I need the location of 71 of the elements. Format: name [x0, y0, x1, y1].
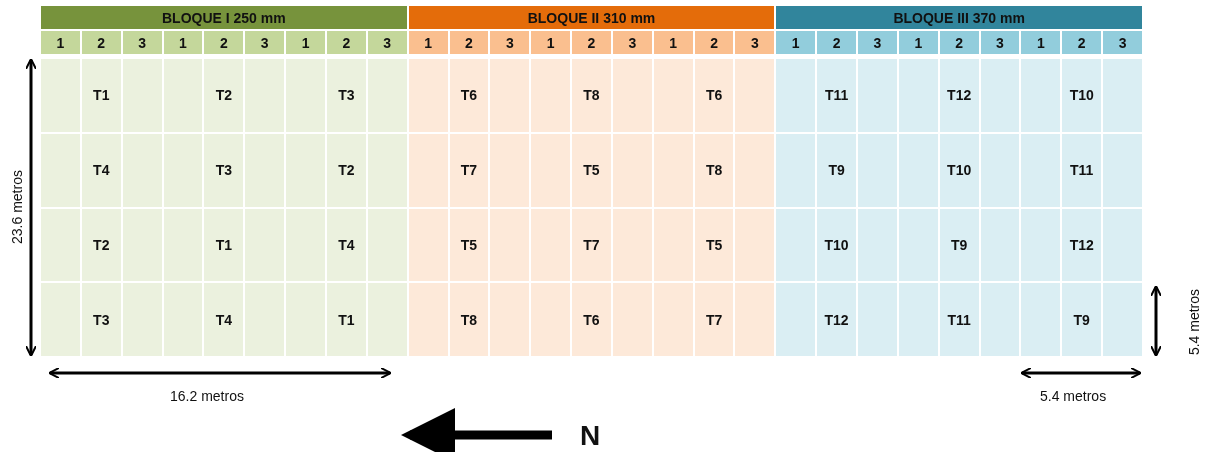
plot-cell: T7	[693, 282, 735, 357]
column-number-cell: 3	[979, 30, 1021, 55]
plot-cell: T6	[448, 58, 490, 133]
header-cell: BLOQUE III 370 mm	[775, 5, 1143, 30]
column-number-cell: 2	[938, 30, 980, 55]
column-number-cell: 3	[489, 30, 531, 55]
column-number-cell: 3	[857, 30, 898, 55]
plot-cell: T9	[938, 207, 980, 283]
column-number-cell: 2	[448, 30, 490, 55]
plot-cell: T9	[1061, 282, 1103, 357]
plot-cell: T4	[325, 207, 367, 283]
plot-cell: T10	[938, 132, 980, 208]
plot-cell: T11	[938, 282, 980, 357]
plot-cell: T3	[80, 282, 122, 357]
column-number-cell: 2	[816, 30, 857, 55]
plot-cell: T1	[80, 58, 122, 133]
header-cell: BLOQUE I 250 mm	[40, 5, 408, 30]
column-number-cell: 2	[1061, 30, 1103, 55]
dimension-label: 5.4 metros	[1040, 388, 1107, 404]
north-label: N	[580, 420, 601, 452]
column-number-cell: 1	[1020, 30, 1062, 55]
column-number-cell: 1	[530, 30, 572, 55]
dimension-label: 5.4 metros	[1186, 288, 1202, 356]
plot-cell: T6	[693, 58, 735, 133]
plot-cell: T11	[816, 58, 857, 133]
column-number-cell: 2	[203, 30, 245, 55]
plot-cell: T6	[571, 282, 612, 357]
plot-cell: T12	[1061, 207, 1103, 283]
plot-cell: T2	[203, 58, 245, 133]
plot-cell: T8	[448, 282, 490, 357]
column-number-cell: 3	[1102, 30, 1143, 55]
column-number-cell: 1	[40, 30, 81, 55]
dimension-label: 16.2 metros	[170, 388, 244, 404]
plot-cell: T5	[693, 207, 735, 283]
column-number-cell: 1	[285, 30, 326, 55]
plot-cell: T8	[693, 132, 735, 208]
plot-cell: T5	[448, 207, 490, 283]
plot-cell: T3	[203, 132, 245, 208]
plot-cell: T2	[325, 132, 367, 208]
plot-cell: T1	[203, 207, 245, 283]
column-number-cell: 1	[775, 30, 817, 55]
column-number-cell: 3	[121, 30, 163, 55]
column-number-cell: 2	[325, 30, 367, 55]
column-number-cell: 2	[80, 30, 122, 55]
plot-cell: T4	[80, 132, 122, 208]
plot-cell: T10	[816, 207, 857, 283]
plot-cell: T5	[571, 132, 612, 208]
dimension-label: 23.6 metros	[9, 170, 25, 244]
plot-cell: T3	[325, 58, 367, 133]
column-number-cell: 2	[571, 30, 612, 55]
plot-cell: T10	[1061, 58, 1103, 133]
column-number-cell: 1	[897, 30, 939, 55]
plot-cell: T9	[816, 132, 857, 208]
column-number-cell: 1	[652, 30, 694, 55]
column-number-cell: 1	[162, 30, 204, 55]
plot-cell: T4	[203, 282, 245, 357]
column-number-cell: 3	[244, 30, 286, 55]
column-number-cell: 3	[734, 30, 776, 55]
column-number-cell: 3	[366, 30, 408, 55]
plot-cell: T7	[448, 132, 490, 208]
plot-cell: T2	[80, 207, 122, 283]
plot-cell: T11	[1061, 132, 1103, 208]
column-number-cell: 1	[407, 30, 449, 55]
plot-cell: T7	[571, 207, 612, 283]
column-number-cell: 3	[611, 30, 653, 55]
plot-cell: T8	[571, 58, 612, 133]
plot-cell: T1	[325, 282, 367, 357]
plot-cell: T12	[816, 282, 857, 357]
header-cell: BLOQUE II 310 mm	[407, 5, 776, 30]
plot-cell: T12	[938, 58, 980, 133]
column-number-cell: 2	[693, 30, 735, 55]
